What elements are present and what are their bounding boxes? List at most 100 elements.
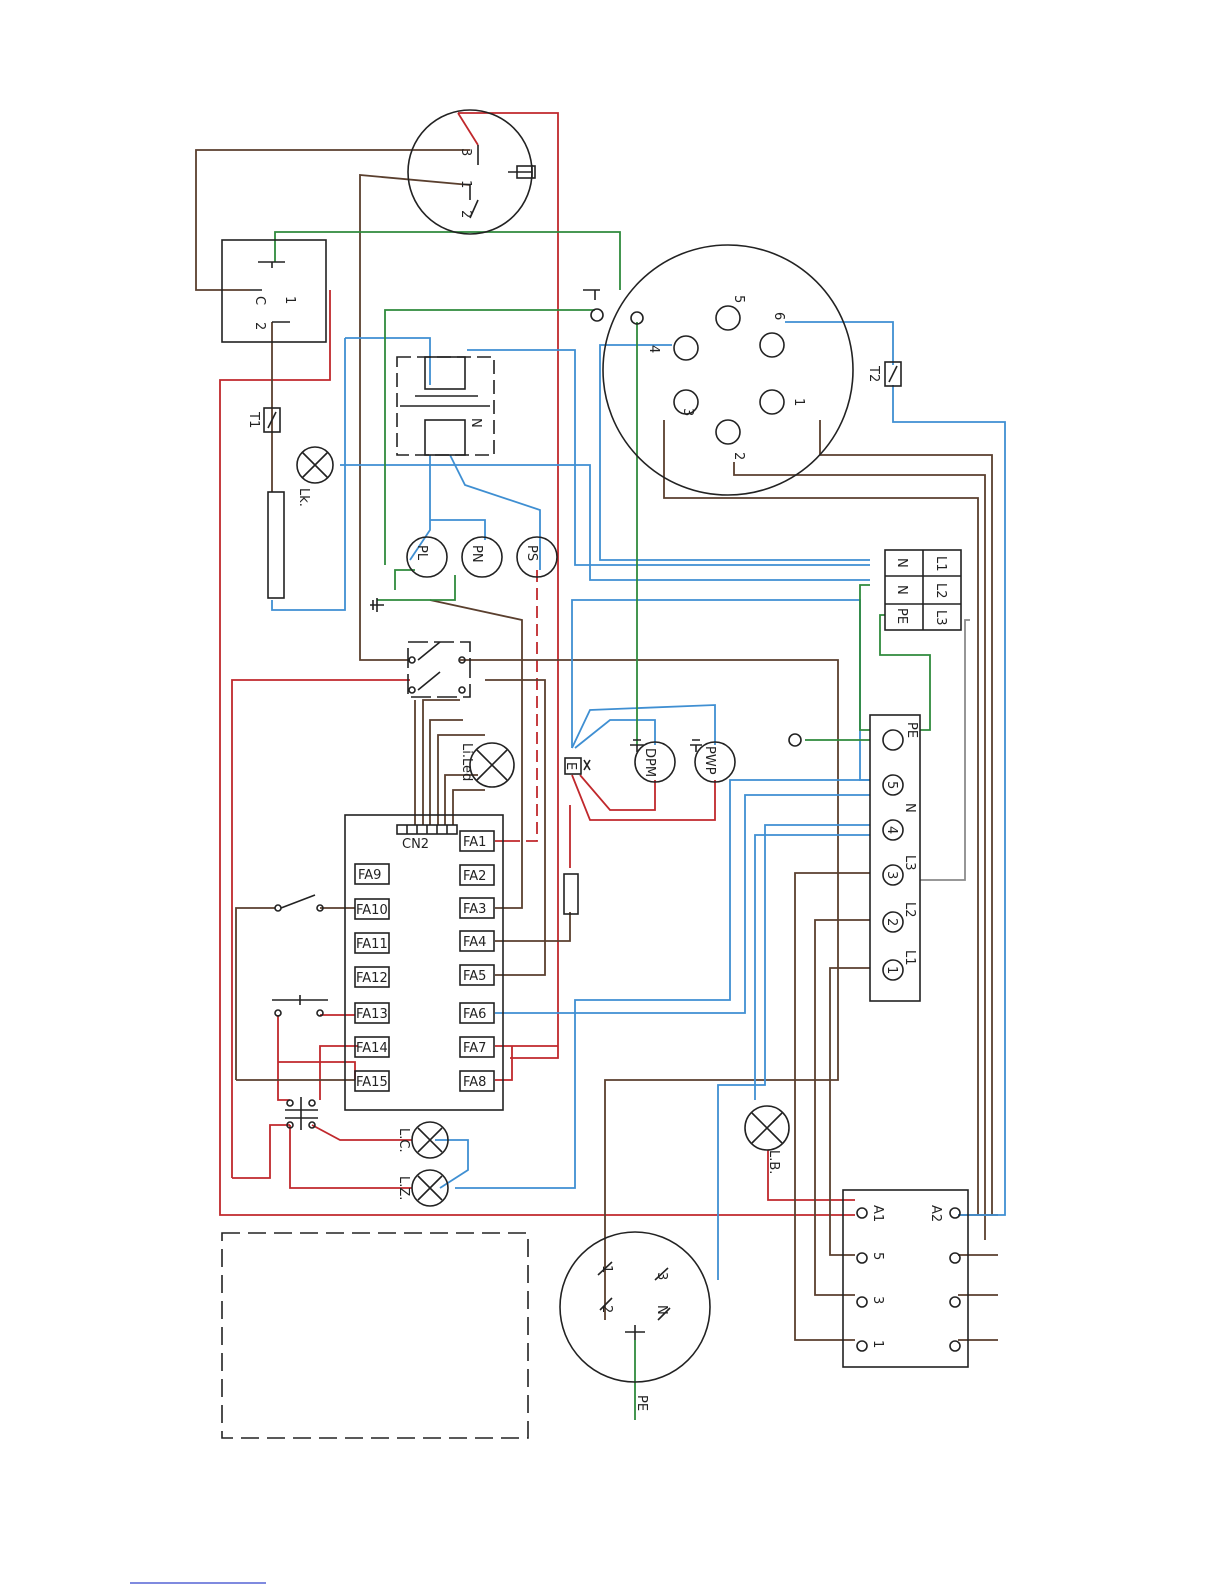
power-terminal-l3: L3: [933, 610, 948, 626]
lamp-lb-label: L.B.: [766, 1150, 781, 1174]
wire-red-valve: [572, 775, 715, 820]
fuse-terminal-fa4: FA4: [460, 931, 494, 951]
switch-fa10: [275, 895, 323, 911]
main-relay: [408, 642, 470, 697]
fuse-terminal-label: FA14: [356, 1041, 388, 1056]
fuse-terminal-fa7: FA7: [460, 1037, 494, 1057]
controller-board: CN2: [345, 815, 503, 1110]
wire-green-pe2: [880, 615, 930, 730]
fuse-terminal-label: FA11: [356, 937, 388, 952]
wire-red-lamps: [290, 1125, 412, 1188]
motor-pin-3: 3: [680, 408, 695, 416]
contactor-pin-3: 3: [870, 1296, 885, 1304]
lamp-lk: Lk.: [296, 447, 333, 507]
terminal-strip-4: 4: [884, 826, 899, 834]
pressure-switch-pin-2: 2: [458, 210, 473, 218]
fuse-terminal-label: FA7: [463, 1041, 486, 1056]
power-terminal-n2: N: [894, 585, 909, 595]
terminal-strip-1: 1: [884, 966, 899, 974]
wire-brown-strip-1: [830, 968, 870, 1255]
valve-e-label: E: [563, 762, 578, 770]
heater-element-small: [564, 874, 578, 914]
wire-brown-strip-3: [795, 873, 870, 1340]
power-terminal-pe: PE: [894, 608, 909, 624]
placeholder-frame: [222, 1233, 528, 1438]
fuse-terminal-fa13: FA13: [355, 1003, 389, 1023]
wire-brown-fa10: [236, 908, 355, 1080]
power-terminal-block: L1 L2 L3 N N PE: [885, 550, 961, 630]
pressure-switch: 3 1 2: [408, 110, 535, 234]
heater-switch: N: [397, 357, 494, 455]
fuse-terminal-fa12: FA12: [355, 967, 389, 987]
lamp-lz-label: L.Z.: [396, 1176, 411, 1200]
contactor-pin-5: 5: [870, 1252, 885, 1260]
motor-pin-1: 1: [791, 398, 806, 406]
selector-switch-label-1: 1: [282, 296, 297, 304]
thermostat-t2-label: T2: [866, 365, 881, 382]
lamp-lk-label: Lk.: [296, 488, 311, 507]
fuse-terminal-label: FA6: [463, 1007, 486, 1022]
terminal-strip-2: 2: [884, 918, 899, 926]
pump-pwp-label: PWP: [702, 746, 717, 775]
plug-earth-label: PE: [634, 1395, 649, 1411]
wire-blue-fa6: [495, 795, 870, 1013]
fuse-terminal-label: FA9: [358, 868, 381, 883]
fuse-terminal-label: FA4: [463, 935, 486, 950]
selector-switch-label-c: C: [252, 296, 267, 305]
fuse-terminal-fa15: FA15: [355, 1071, 389, 1091]
motor-connector: 1 2 3 4 5 6: [603, 245, 853, 495]
plug-pin-2: 2: [599, 1305, 614, 1313]
fuse-terminal-label: FA2: [463, 869, 486, 884]
lamp-led: Li.Led: [459, 743, 514, 787]
fuse-terminal-label: FA13: [356, 1007, 388, 1022]
selector-switch: C 1 2: [222, 240, 326, 342]
wire-red-fa7: [495, 1046, 558, 1080]
selector-switch-label-2: 2: [252, 322, 267, 330]
wire-green-earth: [385, 310, 595, 565]
terminal-strip: PE 5 4 3 2 1 N L3 L2 L1: [870, 715, 920, 1001]
wire-grey-ps: [920, 620, 970, 880]
fuse-terminal-fa10: FA10: [355, 899, 389, 919]
wires: [196, 113, 1005, 1420]
wire-blue-n4: [718, 825, 870, 1280]
contactor: A1 5 3 1 A2: [843, 1190, 968, 1367]
valve-e: E: [563, 758, 590, 774]
fuse-terminal-fa3: FA3: [460, 898, 494, 918]
pressostat-pl-label: PL: [414, 545, 429, 561]
terminal-strip-3: 3: [884, 871, 899, 879]
fuse-terminal-label: FA10: [356, 903, 388, 918]
earth-symbol: [591, 309, 603, 321]
heater-element-left: [268, 492, 284, 598]
controller-connector-label: CN2: [402, 837, 429, 852]
pressure-switch-pin-1: 1: [458, 180, 473, 188]
pressostat-pn-label: PN: [469, 545, 484, 563]
terminal-strip-n: N: [902, 803, 917, 813]
fuse-terminal-label: FA3: [463, 902, 486, 917]
fuse-terminal-fa14: FA14: [355, 1037, 389, 1057]
power-terminal-l2: L2: [933, 583, 948, 599]
fuse-terminal-label: FA5: [463, 969, 486, 984]
contactor-pin-a1: A1: [870, 1205, 885, 1222]
fuse-terminal-label: FA12: [356, 971, 388, 986]
power-terminal-l1: L1: [933, 556, 948, 572]
wire-blue-pump: [572, 705, 715, 748]
pressostat-pn: PN: [462, 537, 502, 577]
earth-symbol: [583, 290, 600, 300]
terminal-strip-pe: PE: [904, 722, 919, 738]
power-terminal-n1: N: [894, 558, 909, 568]
contactor-pin-1: 1: [870, 1340, 885, 1348]
terminal-strip-l1: L1: [902, 950, 917, 966]
pressure-switch-pin-3: 3: [458, 148, 473, 156]
fuse-terminal-fa8: FA8: [460, 1071, 494, 1091]
fuse-terminal-label: FA8: [463, 1075, 486, 1090]
lamp-lb: L.B.: [745, 1106, 789, 1174]
fuse-terminal-fa11: FA11: [355, 933, 389, 953]
wire-blue-lk: [340, 465, 870, 580]
wire-red-contactor-a1: [558, 1150, 855, 1215]
thermostat-t1: T1: [246, 408, 280, 432]
lamp-led-label: Li.Led: [459, 743, 474, 781]
terminal-strip-5: 5: [884, 781, 899, 789]
wire-red-left: [232, 680, 410, 1178]
pump-dpm-label: DPM: [642, 748, 657, 777]
